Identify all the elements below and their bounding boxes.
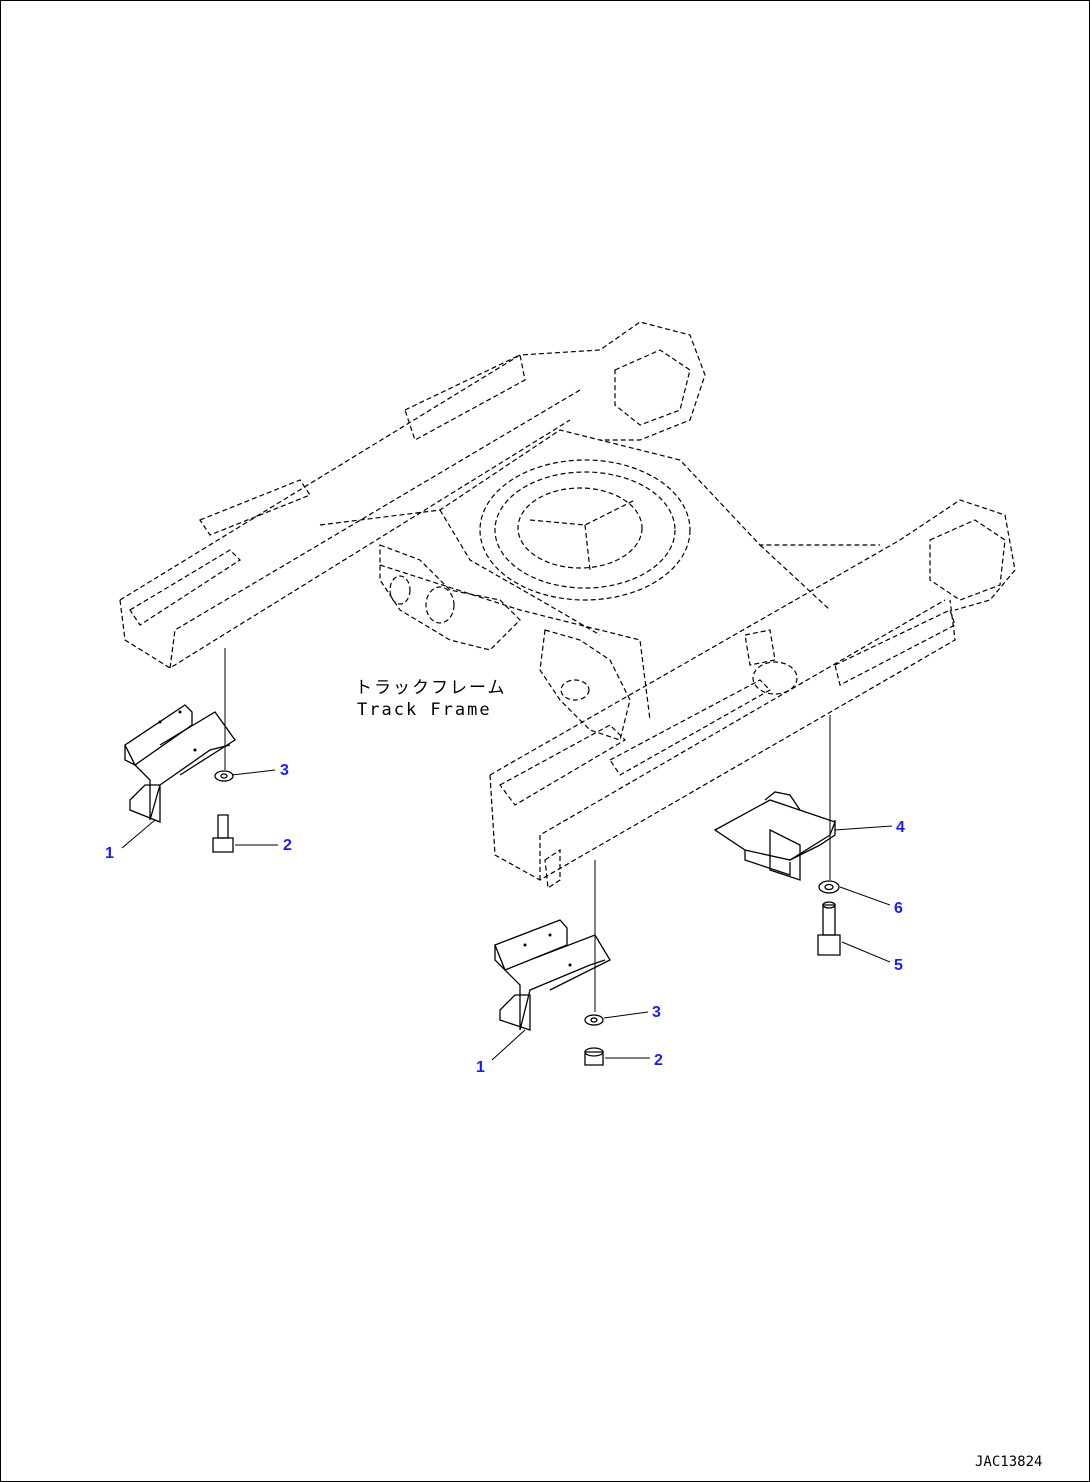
cover-right: [713, 791, 836, 881]
frame-label-japanese: トラックフレーム: [355, 678, 507, 698]
bolt-left: [212, 814, 234, 853]
bolt-right: [817, 901, 841, 956]
washer-right: [818, 880, 840, 894]
washer-center: [584, 1014, 604, 1026]
callout-1-left: 1: [105, 845, 114, 862]
track-frame-outline: [119, 321, 1016, 890]
callout-3-center: 3: [652, 1004, 661, 1021]
frame-label-english: Track Frame: [357, 700, 492, 720]
callout-3-left: 3: [280, 762, 289, 779]
callout-4: 4: [896, 819, 905, 836]
callout-5: 5: [894, 957, 903, 974]
callout-1-center: 1: [476, 1059, 485, 1076]
washer-left: [214, 770, 234, 782]
callout-2-left: 2: [283, 837, 292, 854]
guard-center: [494, 919, 611, 1031]
bolt-center: [584, 1047, 604, 1066]
callout-6: 6: [894, 900, 903, 917]
callout-2-center: 2: [654, 1052, 663, 1069]
document-id: JAC13824: [975, 1454, 1042, 1470]
guard-left: [124, 704, 236, 823]
